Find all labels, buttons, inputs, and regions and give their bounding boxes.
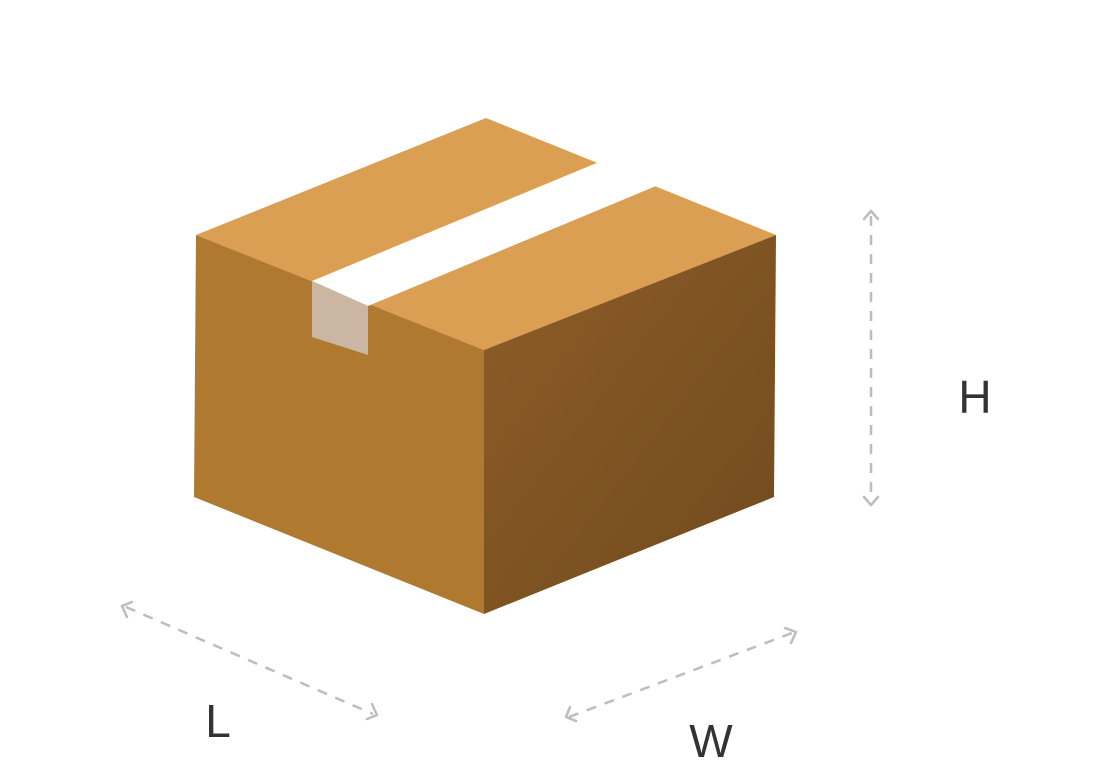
length-dimension: L: [120, 600, 379, 747]
width-dimension: W: [564, 626, 798, 767]
box-tape-front: [312, 281, 368, 355]
length-label: L: [205, 695, 231, 747]
height-label: H: [958, 371, 991, 423]
height-dimension: H: [862, 209, 992, 507]
width-label: W: [689, 715, 733, 767]
length-dimension-line: [125, 605, 374, 716]
height-arrow-bottom-icon: [862, 495, 880, 507]
cardboard-box-icon: [194, 118, 776, 614]
length-arrow-left-icon: [120, 600, 134, 619]
height-arrow-top-icon: [862, 209, 880, 221]
width-arrow-right-icon: [783, 626, 798, 645]
box-tape-top: [312, 162, 656, 306]
box-side-face: [484, 235, 776, 614]
length-arrow-right-icon: [365, 702, 379, 721]
width-arrow-left-icon: [564, 705, 578, 723]
width-dimension-line: [568, 631, 793, 719]
box-front-face: [194, 235, 484, 614]
